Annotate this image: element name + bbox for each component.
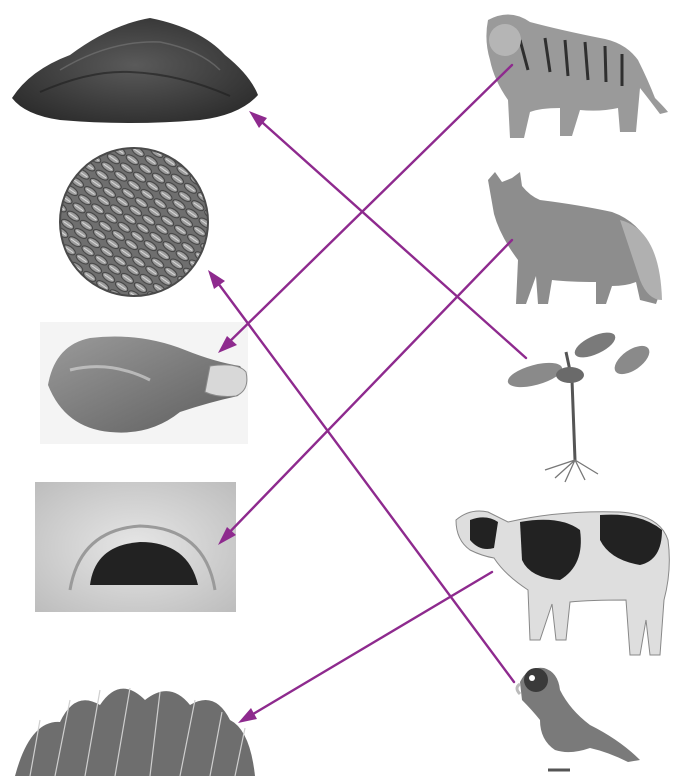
cow-image <box>456 511 669 655</box>
arrow-plant-to-soil <box>254 115 526 358</box>
burrow-image <box>35 482 236 612</box>
arrowhead-seeds <box>208 270 225 289</box>
arrow-cow-to-grass <box>243 572 492 720</box>
grass-image <box>15 688 255 776</box>
meat-image <box>40 322 248 444</box>
plant-image <box>505 328 654 482</box>
arrow-fox-to-burrow <box>222 240 512 540</box>
arrow-parrot-to-seeds <box>212 275 514 682</box>
sunflower-seeds-image <box>60 148 208 296</box>
fox-image <box>488 172 662 304</box>
arrowhead-grass <box>238 708 257 723</box>
tiger-image <box>486 14 668 138</box>
arrows-layer <box>208 65 526 723</box>
soil-image <box>12 18 258 123</box>
parrot-image <box>517 668 640 770</box>
